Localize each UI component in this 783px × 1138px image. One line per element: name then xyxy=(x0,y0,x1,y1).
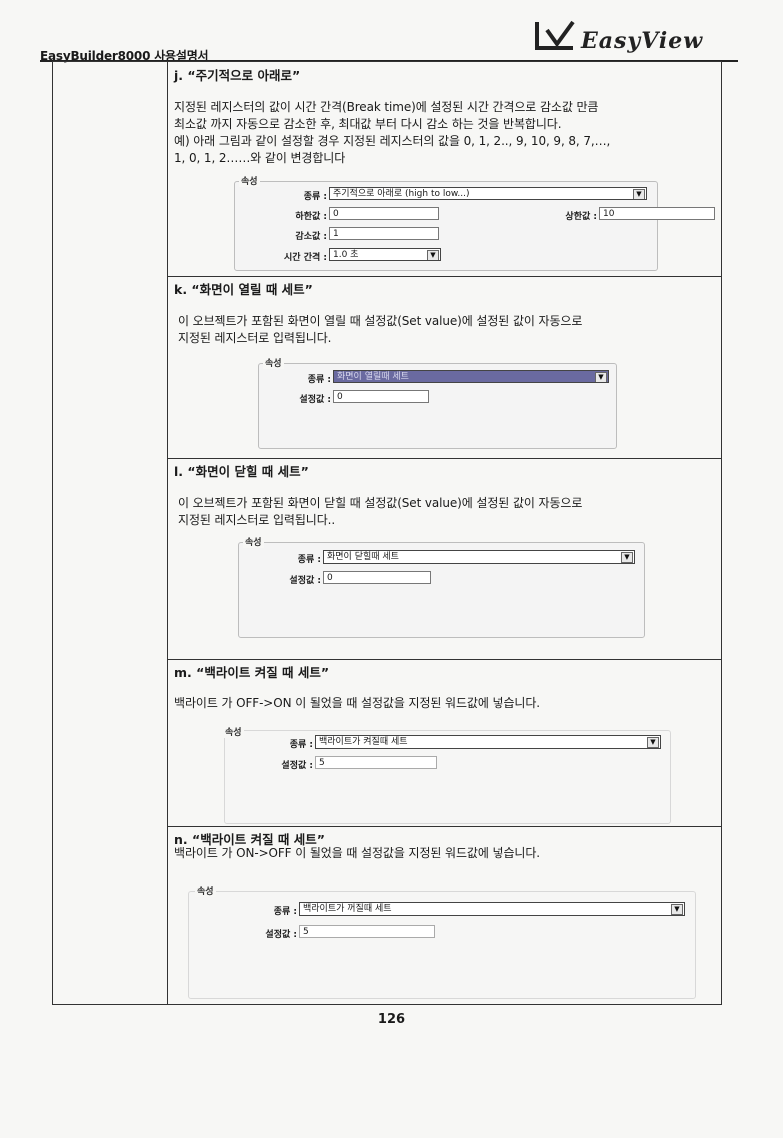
set-value-label: 설정값 : xyxy=(265,930,297,940)
set-value-label: 설정값 : xyxy=(281,761,313,771)
text-line: 지정된 레지스터의 값이 시간 간격(Break time)에 설정된 시간 간… xyxy=(174,100,599,114)
section-j: j. “주기적으로 아래로” 지정된 레지스터의 값이 시간 간격(Break … xyxy=(168,61,721,276)
type-select-value: 주기적으로 아래로 (high to low...) xyxy=(333,189,470,199)
type-select[interactable]: 화면이 닫힐때 세트 ▼ xyxy=(323,550,635,564)
type-select[interactable]: 화면이 열릴때 세트 ▼ xyxy=(333,370,609,383)
properties-panel: 속성 종류 : 화면이 닫힐때 세트 ▼ 설정값 : 0 xyxy=(238,535,645,638)
logo-text: EasyView xyxy=(581,28,704,54)
set-value-label: 설정값 : xyxy=(299,395,331,405)
section-divider xyxy=(168,659,721,660)
low-limit-field[interactable]: 0 xyxy=(329,207,439,220)
chevron-down-icon: ▼ xyxy=(671,904,683,915)
properties-legend: 속성 xyxy=(263,356,284,369)
set-value-label: 설정값 : xyxy=(289,576,321,586)
properties-legend: 속성 xyxy=(223,725,244,738)
chevron-down-icon: ▼ xyxy=(633,189,645,199)
section-divider xyxy=(168,826,721,827)
section-description: 이 오브젝트가 포함된 화면이 열릴 때 설정값(Set value)에 설정된… xyxy=(178,313,582,347)
type-select[interactable]: 백라이트가 꺼질때 세트 ▼ xyxy=(299,902,685,916)
text-line: 지정된 레지스터로 입력됩니다. xyxy=(178,331,332,345)
chevron-down-icon: ▼ xyxy=(621,552,633,563)
decrement-field[interactable]: 1 xyxy=(329,227,439,240)
type-label: 종류 : xyxy=(297,555,321,565)
type-select-value: 백라이트가 켜질때 세트 xyxy=(319,737,408,747)
type-label: 종류 : xyxy=(303,192,327,202)
text-line: 백라이트 가 ON->OFF 이 될었을 때 설정값을 지정된 워드값에 넣습니… xyxy=(174,846,541,860)
text-line: 최소값 까지 자동으로 감소한 후, 최대값 부터 다시 감소 하는 것을 반복… xyxy=(174,117,562,131)
type-label: 종류 : xyxy=(289,740,313,750)
chevron-down-icon: ▼ xyxy=(427,250,439,260)
section-m: m. “백라이트 켜질 때 세트” 백라이트 가 OFF->ON 이 될었을 때… xyxy=(168,660,721,826)
low-limit-label: 하한값 : xyxy=(295,212,327,222)
section-title: m. “백라이트 켜질 때 세트” xyxy=(174,665,330,680)
text-line: 이 오브젝트가 포함된 화면이 열릴 때 설정값(Set value)에 설정된… xyxy=(178,314,583,328)
type-label: 종류 : xyxy=(307,375,331,385)
section-title: j. “주기적으로 아래로” xyxy=(174,68,301,83)
section-title: n. “백라이트 켜질 때 세트” xyxy=(174,832,325,847)
type-select[interactable]: 백라이트가 켜질때 세트 ▼ xyxy=(315,735,661,749)
type-label: 종류 : xyxy=(273,907,297,917)
decrement-label: 감소값 : xyxy=(295,232,327,242)
properties-legend: 속성 xyxy=(195,884,216,897)
text-line: 1, 0, 1, 2……와 같이 변경합니다 xyxy=(174,151,346,165)
high-limit-field[interactable]: 10 xyxy=(599,207,715,220)
text-line: 이 오브젝트가 포함된 화면이 닫힐 때 설정값(Set value)에 설정된… xyxy=(178,496,583,510)
set-value-field[interactable]: 0 xyxy=(333,390,429,403)
section-description: 지정된 레지스터의 값이 시간 간격(Break time)에 설정된 시간 간… xyxy=(174,99,610,167)
time-interval-select[interactable]: 1.0 초 ▼ xyxy=(329,248,441,261)
properties-legend: 속성 xyxy=(243,535,264,548)
section-divider xyxy=(168,458,721,459)
set-value-field[interactable]: 0 xyxy=(323,571,431,584)
content-table xyxy=(52,61,722,1005)
set-value-field[interactable]: 5 xyxy=(315,756,437,769)
properties-panel: 속성 종류 : 백라이트가 꺼질때 세트 ▼ 설정값 : 5 xyxy=(188,884,696,999)
properties-panel: 속성 종류 : 주기적으로 아래로 (high to low...) ▼ 하한값… xyxy=(234,174,715,271)
section-l: l. “화면이 닫힐 때 세트” 이 오브젝트가 포함된 화면이 닫힐 때 설정… xyxy=(168,459,721,659)
chevron-down-icon: ▼ xyxy=(595,372,607,382)
logo-mark-icon xyxy=(535,20,575,50)
type-select-value: 화면이 닫힐때 세트 xyxy=(327,552,399,562)
section-k: k. “화면이 열릴 때 세트” 이 오브젝트가 포함된 화면이 열릴 때 설정… xyxy=(168,277,721,458)
properties-panel: 속성 종류 : 백라이트가 켜질때 세트 ▼ 설정값 : 5 xyxy=(223,725,671,824)
section-n: n. “백라이트 켜질 때 세트” 백라이트 가 ON->OFF 이 될었을 때… xyxy=(168,827,721,1004)
time-interval-value: 1.0 초 xyxy=(333,250,359,260)
set-value-field[interactable]: 5 xyxy=(299,925,435,938)
chevron-down-icon: ▼ xyxy=(647,737,659,748)
section-description: 이 오브젝트가 포함된 화면이 닫힐 때 설정값(Set value)에 설정된… xyxy=(178,495,582,529)
high-limit-label: 상한값 : xyxy=(565,212,597,222)
type-select-value: 화면이 열릴때 세트 xyxy=(337,372,409,382)
text-line: 백라이트 가 OFF->ON 이 될었을 때 설정값을 지정된 워드값에 넣습니… xyxy=(174,696,541,710)
section-description: 백라이트 가 ON->OFF 이 될었을 때 설정값을 지정된 워드값에 넣습니… xyxy=(174,845,540,862)
text-line: 예) 아래 그림과 같이 설정할 경우 지정된 레지스터의 값을 0, 1, 2… xyxy=(174,134,611,148)
document-title: EasyBuilder8000 사용설명서 xyxy=(40,49,209,63)
table-column-divider xyxy=(167,61,168,1005)
text-line: 지정된 레지스터로 입력됩니다.. xyxy=(178,513,336,527)
section-divider xyxy=(168,276,721,277)
section-description: 백라이트 가 OFF->ON 이 될었을 때 설정값을 지정된 워드값에 넣습니… xyxy=(174,695,540,712)
type-select[interactable]: 주기적으로 아래로 (high to low...) ▼ xyxy=(329,187,647,200)
properties-legend: 속성 xyxy=(239,174,260,187)
page-number: 126 xyxy=(377,1012,406,1027)
section-title: l. “화면이 닫힐 때 세트” xyxy=(174,464,309,479)
type-select-value: 백라이트가 꺼질때 세트 xyxy=(303,904,392,914)
easyview-logo: EasyView xyxy=(533,16,723,58)
time-interval-label: 시간 간격 : xyxy=(284,253,327,263)
properties-panel: 속성 종류 : 화면이 열릴때 세트 ▼ 설정값 : 0 xyxy=(258,356,617,449)
section-title: k. “화면이 열릴 때 세트” xyxy=(174,282,313,297)
